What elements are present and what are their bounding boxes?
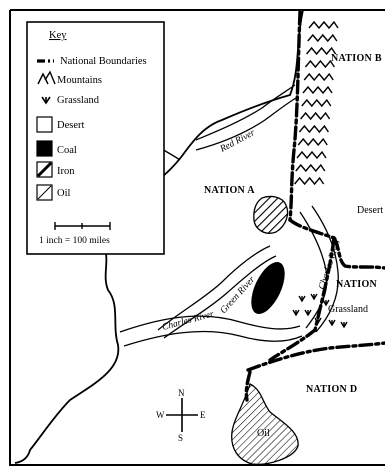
boundary-nation-a-b [288,10,302,222]
grassland-symbol [310,293,318,301]
key-label-desert: Desert [57,120,84,131]
boundary-central [268,236,336,362]
boundary-nation-c-d [246,341,385,372]
key-label-iron: Iron [57,166,75,177]
charles-river-lower [119,315,301,333]
key-label-mountains: Mountains [57,75,102,86]
green-river-bank [163,255,277,339]
compass-e: E [200,410,206,420]
oil-label: Oil [257,428,270,439]
grassland-symbols [292,293,348,329]
grassland-symbol [340,321,348,329]
nation-c-label: NATION [336,279,378,290]
mountain-symbol [307,33,338,43]
mountain-symbol [298,124,329,134]
key-label-national-boundaries: National Boundaries [60,56,147,67]
grassland-symbol [298,295,306,303]
compass-rose-icon: N S E W [156,388,206,443]
desert-swatch-icon [36,116,53,133]
mountain-symbol [300,111,331,121]
mountain-symbol [308,20,339,30]
national-boundaries [244,10,385,402]
grassland-symbol [328,319,336,327]
oil-deposit [231,383,299,465]
red-river [195,84,296,141]
mountain-symbol [294,176,325,186]
boundary-nation-a-c [288,218,336,240]
key-title: Key [49,30,67,41]
mountain-symbol [301,98,332,108]
oil-swatch-icon [36,184,53,201]
grassland-symbol [304,309,312,317]
desert-label: Desert [357,205,383,216]
coal-deposit [251,262,285,314]
key-label-oil: Oil [57,188,71,199]
coal-swatch-icon [36,140,53,157]
key-scale-label: 1 inch = 100 miles [39,236,110,246]
key-label-coal: Coal [57,145,77,156]
mountains [294,20,339,186]
green-river [157,245,271,331]
mountains-icon [37,70,56,85]
nation-b-label: NATION B [331,53,382,64]
map-key: Key National Boundaries Mountains Grassl… [26,21,165,255]
compass-n: N [178,388,185,398]
compass-s: S [178,433,183,443]
mountain-symbol [304,59,335,69]
iron-deposit [253,195,289,234]
grassland-symbol [292,309,300,317]
key-label-grassland: Grassland [57,95,100,106]
mountain-symbol [296,150,327,160]
mountain-symbol [303,72,334,82]
nation-a-label: NATION A [204,185,255,196]
charles-river-lower-bank [123,330,303,347]
nation-d-label: NATION D [306,384,357,395]
charles-river-upper-bank [311,205,339,333]
mountain-symbol [302,85,333,95]
compass-w: W [156,410,165,420]
boundary-east [332,236,385,270]
red-river-bank [195,97,297,151]
mountain-symbol [295,163,326,173]
mountain-symbol [306,46,337,56]
grassland-label: Grassland [328,304,368,315]
scale-bar-icon [54,222,111,230]
grassland-icon [41,96,51,105]
grassland-symbol [314,317,322,325]
grassland-symbol [322,299,330,307]
mountain-symbol [297,137,328,147]
iron-swatch-icon [36,161,53,178]
